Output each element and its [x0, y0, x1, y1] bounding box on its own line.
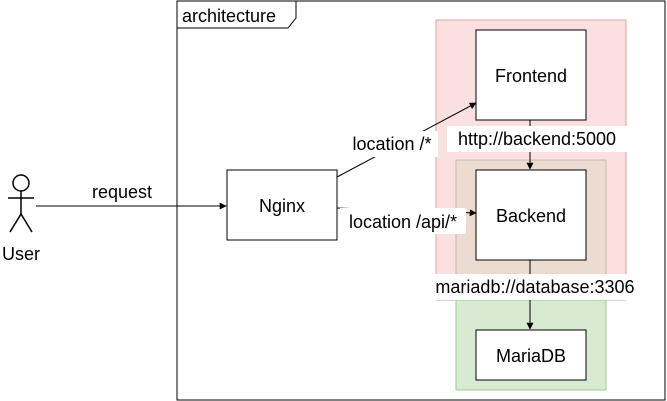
node-nginx: Nginx	[226, 169, 338, 241]
edge-location-root-label-bg	[346, 131, 438, 157]
user-actor-icon	[8, 174, 34, 233]
node-backend: Backend	[475, 169, 587, 261]
frame-title: architecture	[182, 6, 276, 26]
edge-backend-url-label: http://backend:5000	[458, 129, 616, 149]
edge-database-url-label: mariadb://database:3306	[435, 277, 634, 297]
edge-location-api-label-bg	[340, 208, 466, 234]
node-mariadb-label: MariaDB	[496, 346, 566, 366]
node-frontend: Frontend	[475, 29, 587, 121]
edge-database-url-label-bg	[422, 274, 648, 300]
user-label: User	[2, 244, 40, 264]
edge-request-label: request	[92, 182, 152, 202]
edge-location-root-label: location /*	[352, 134, 431, 154]
frame-title-tab	[176, 0, 297, 29]
edge-location-api-label: location /api/*	[349, 212, 457, 232]
node-frontend-label: Frontend	[495, 66, 567, 86]
edge-backend-url-label-bg	[447, 126, 627, 152]
node-backend-label: Backend	[496, 206, 566, 226]
node-mariadb: MariaDB	[475, 329, 587, 381]
node-nginx-label: Nginx	[259, 196, 305, 216]
